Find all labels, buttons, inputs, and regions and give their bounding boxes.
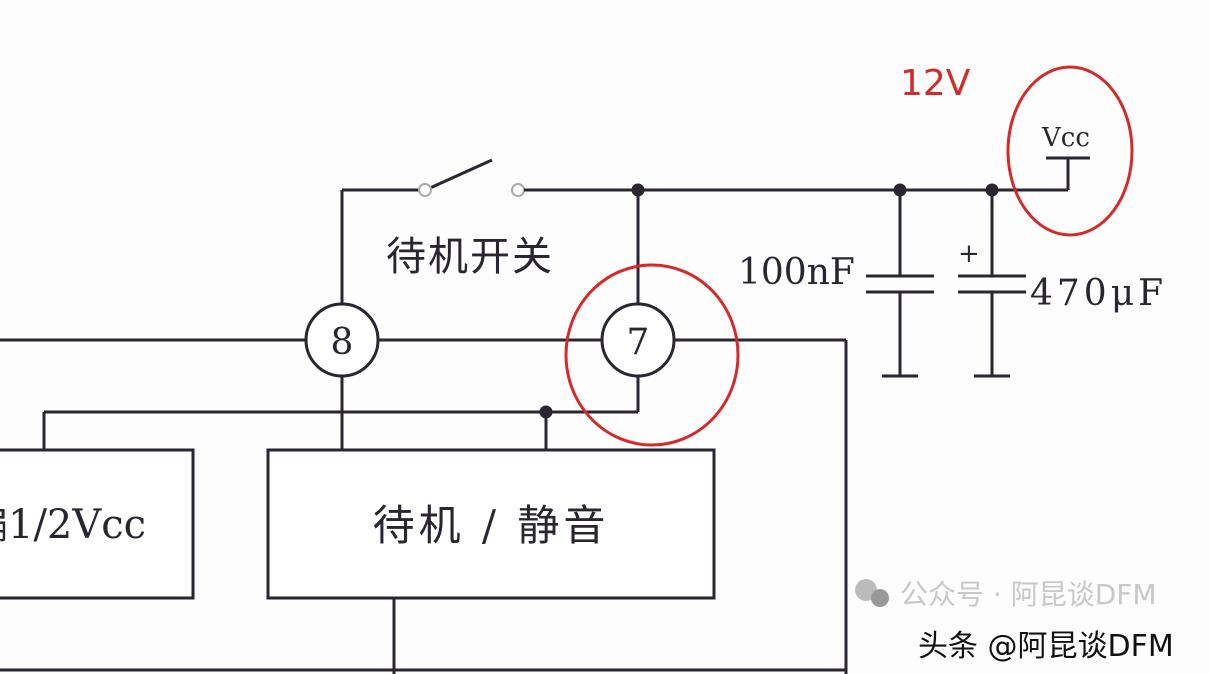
pin-7-label: 7 <box>627 322 650 363</box>
cap-polarity: + <box>958 239 980 269</box>
pin-8-label: 8 <box>331 322 354 363</box>
toutiao-watermark: 头条 @阿昆谈DFM <box>918 629 1174 664</box>
bias-block-label: 偏1/2Vcc <box>0 502 146 548</box>
switch-contact-left <box>418 183 432 197</box>
wechat-watermark: 公众号 · 阿昆谈DFM <box>900 578 1157 611</box>
switch-lever <box>429 158 493 190</box>
cap-100nf-label: 100nF <box>738 252 855 293</box>
highlight-pin7 <box>564 263 740 447</box>
voltage-label: 12V <box>900 63 971 104</box>
junction <box>539 405 553 419</box>
highlight-vcc <box>1006 65 1134 237</box>
standby-switch-label: 待机开关 <box>386 234 554 280</box>
standby-mute-label: 待机 / 静音 <box>373 501 610 550</box>
bias-block <box>0 448 195 600</box>
cap-470uf-label: 470μF <box>1030 273 1167 314</box>
standby-mute-block <box>266 448 716 600</box>
wechat-icon <box>855 579 889 607</box>
vcc-label: Vcc <box>1041 123 1090 153</box>
